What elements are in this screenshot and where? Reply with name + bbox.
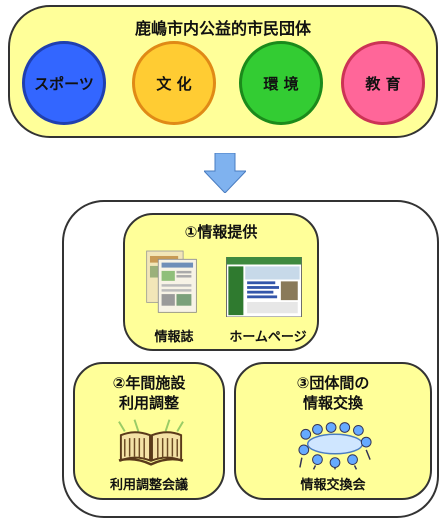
magazine-caption: 情報誌	[154, 330, 194, 345]
info-provision-panel: ①情報提供 情報誌 ホームページ	[123, 213, 319, 351]
category-environment: 環 境	[239, 41, 323, 125]
meeting-table-icon	[298, 422, 372, 470]
homepage-screenshot-icon	[226, 257, 302, 317]
member-groups-title: 鹿嶋市内公益的市民団体	[134, 19, 311, 38]
magazine-icon	[146, 250, 197, 313]
facility-coordination-title-line2: 利用調整	[118, 394, 179, 412]
category-education: 教 育	[341, 41, 425, 125]
category-sports-label: スポーツ	[34, 74, 94, 93]
facility-coordination-title-line1: ②年間施設	[112, 374, 186, 392]
category-culture-label: 文 化	[156, 74, 192, 93]
category-environment-label: 環 境	[263, 74, 299, 93]
category-culture: 文 化	[132, 41, 216, 125]
info-exchange-title-line1: ③団体間の	[296, 374, 370, 392]
open-book-icon	[118, 419, 184, 466]
category-education-label: 教 育	[365, 74, 401, 93]
member-groups-box: 鹿嶋市内公益的市民団体 スポーツ 文 化 環 境 教 育	[8, 5, 438, 138]
coordination-meeting-caption: 利用調整会議	[109, 478, 188, 493]
category-sports: スポーツ	[22, 41, 106, 125]
facility-coordination-panel: ②年間施設 利用調整 利用調整会議	[73, 362, 225, 500]
homepage-caption: ホームページ	[229, 330, 307, 345]
exchange-meeting-caption: 情報交換会	[300, 478, 366, 493]
info-provision-title: ①情報提供	[184, 223, 258, 241]
down-arrow-icon	[204, 153, 246, 193]
info-exchange-title-line2: 情報交換	[302, 394, 363, 412]
info-exchange-panel: ③団体間の 情報交換 情報交換会	[234, 362, 432, 500]
